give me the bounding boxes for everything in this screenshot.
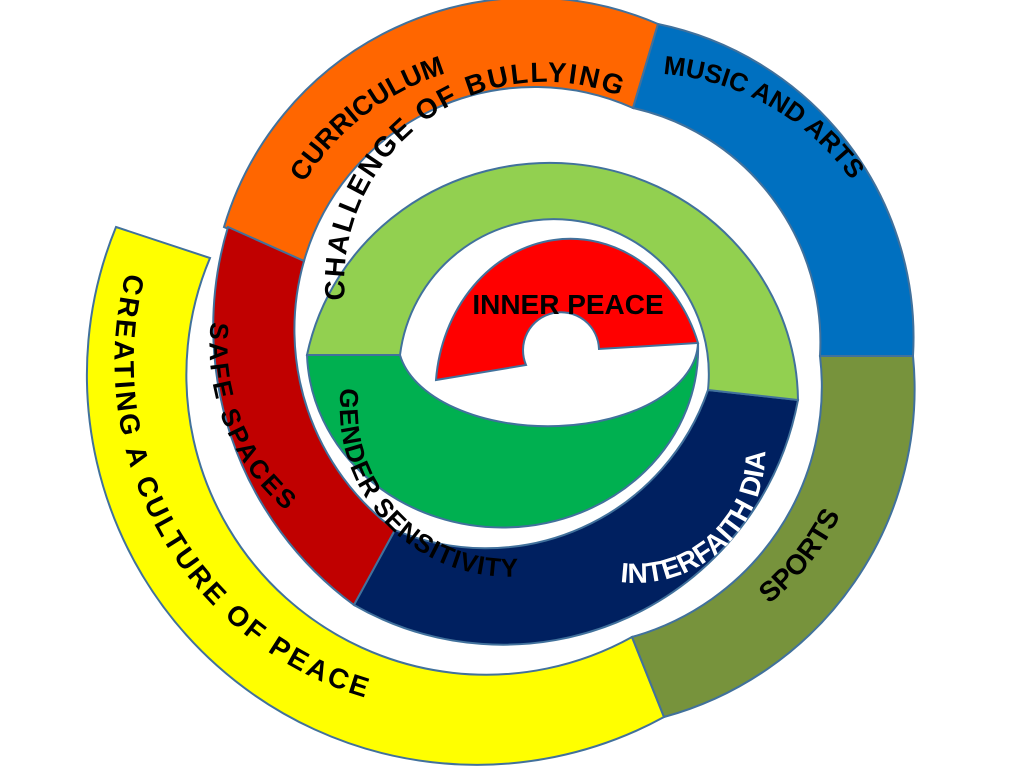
segment-inner-peace (434, 237, 700, 382)
segment-safe-spaces (212, 225, 397, 607)
label-inner-peace: INNER PEACE (472, 289, 663, 320)
segment-gender-sensitivity (305, 342, 700, 529)
segment-creating-a-culture-of-peace (85, 225, 666, 766)
segment-interfaith-dialogue (352, 388, 800, 646)
segment-curriculum (222, 0, 660, 263)
segment-sports (630, 355, 916, 719)
segment-challenge-of-bullying (305, 161, 800, 402)
